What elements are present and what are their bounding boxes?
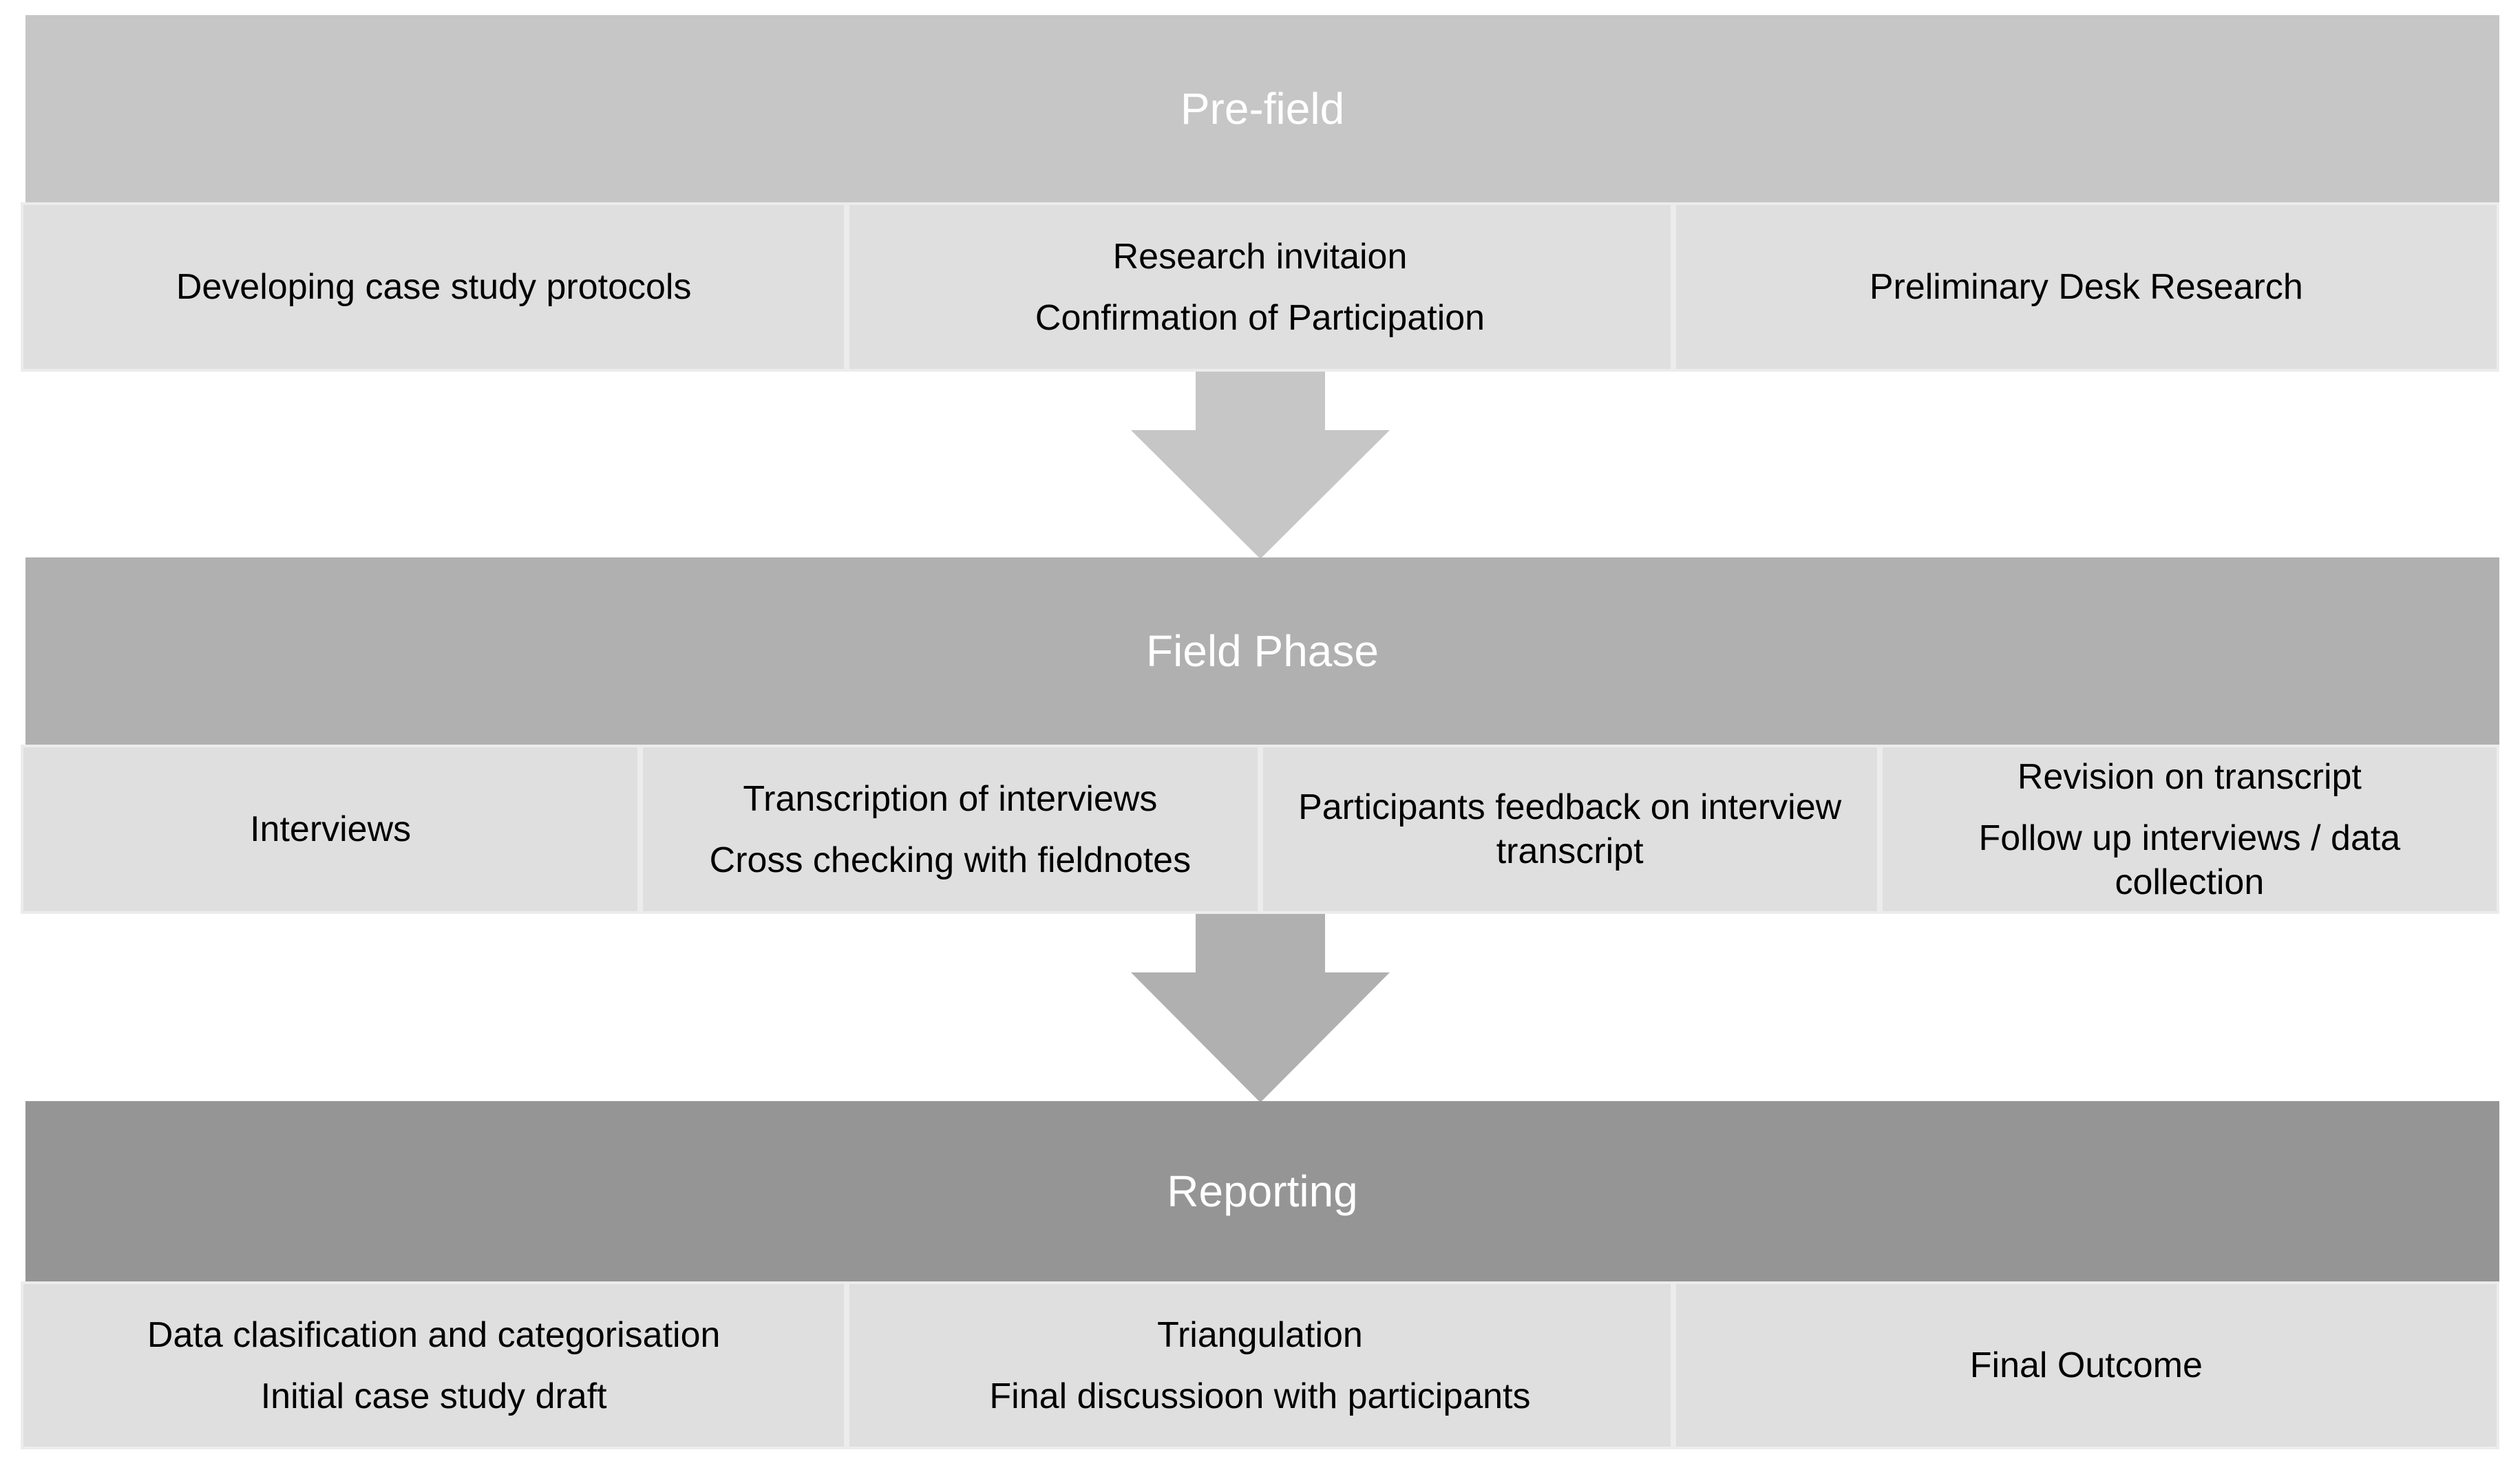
step-text: Data clasification and categorisation <box>147 1314 721 1355</box>
step-text: Confirmation of Participation <box>1035 297 1485 338</box>
phase-steps-row: Developing case study protocols Research… <box>21 202 2499 372</box>
phase-steps-row: Interviews Transcription of interviews C… <box>21 745 2499 914</box>
step-text: Interviews <box>250 809 412 849</box>
step-text: Research invitaion <box>1112 236 1408 277</box>
arrow-shape <box>1131 372 1390 559</box>
down-arrow-icon <box>1131 914 1390 1102</box>
step-box: Final Outcome <box>1673 1281 2499 1449</box>
step-text: Final Outcome <box>1969 1345 2203 1385</box>
step-box: Revision on transcript Follow up intervi… <box>1879 745 2499 914</box>
step-box: Research invitaion Confirmation of Parti… <box>847 202 1673 372</box>
step-box: Interviews <box>21 745 641 914</box>
step-box: Participants feedback on interview trans… <box>1260 745 1880 914</box>
step-box: Data clasification and categorisation In… <box>21 1281 847 1449</box>
step-box: Transcription of interviews Cross checki… <box>640 745 1260 914</box>
step-text: Triangulation <box>1157 1314 1363 1355</box>
step-box: Triangulation Final discussioon with par… <box>847 1281 1673 1449</box>
step-text: Transcription of interviews <box>743 778 1158 819</box>
step-text: Initial case study draft <box>260 1376 607 1416</box>
phase-title: Pre-field <box>25 15 2499 202</box>
step-text: Participants feedback on interview trans… <box>1298 787 1842 871</box>
step-box: Developing case study protocols <box>21 202 847 372</box>
step-text: Preliminary Desk Research <box>1869 267 2303 307</box>
phase-pre-field: Pre-field Developing case study protocol… <box>21 15 2499 372</box>
phase-title: Field Phase <box>25 557 2499 745</box>
step-text: Cross checking with fieldnotes <box>709 840 1192 880</box>
phase-reporting: Reporting Data clasification and categor… <box>21 1101 2499 1449</box>
phase-field: Field Phase Interviews Transcription of … <box>21 557 2499 914</box>
step-box: Preliminary Desk Research <box>1673 202 2499 372</box>
down-arrow-icon <box>1131 372 1390 559</box>
arrow-shape <box>1131 914 1390 1102</box>
step-text: Follow up interviews / data collection <box>1978 818 2401 902</box>
step-text: Developing case study protocols <box>176 267 692 307</box>
phase-title: Reporting <box>25 1101 2499 1281</box>
phase-steps-row: Data clasification and categorisation In… <box>21 1281 2499 1449</box>
step-text: Revision on transcript <box>2017 756 2362 797</box>
step-text: Final discussioon with participants <box>989 1376 1531 1416</box>
